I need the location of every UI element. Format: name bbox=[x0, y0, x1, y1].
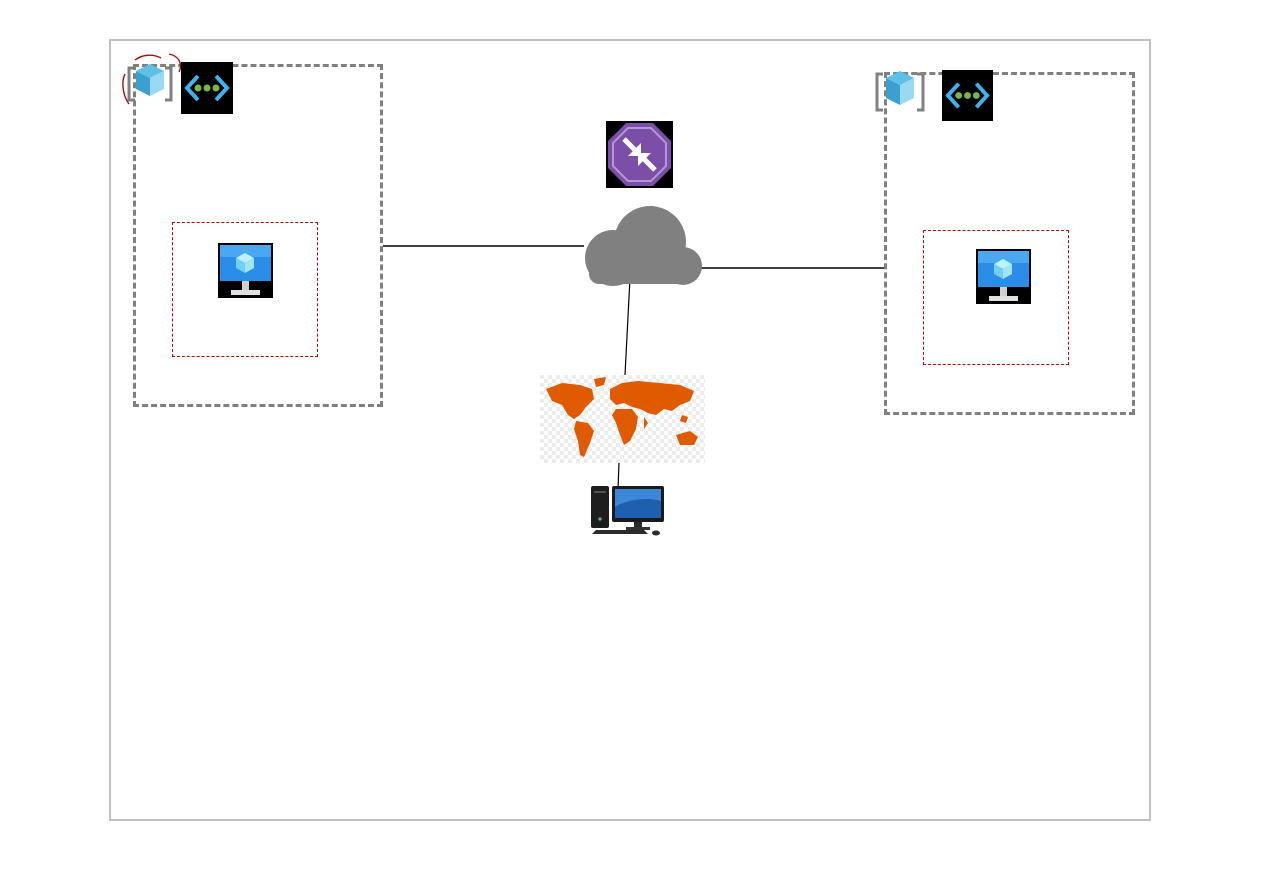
virtual-machine-icon bbox=[976, 249, 1031, 309]
virtual-network-icon bbox=[942, 70, 993, 126]
resource-group-icon bbox=[873, 68, 929, 121]
cloud-to-internet-line bbox=[624, 277, 631, 376]
diagram-canvas bbox=[109, 39, 1151, 821]
world-map-icon bbox=[540, 375, 705, 468]
vpn-gateway-icon bbox=[606, 121, 673, 193]
right-virtual-network-boundary bbox=[884, 72, 1135, 415]
left-subnet-boundary bbox=[172, 222, 318, 357]
internet-to-computer-line bbox=[617, 461, 620, 491]
virtual-network-icon bbox=[181, 62, 233, 119]
right-subnet-boundary bbox=[923, 230, 1069, 365]
virtual-machine-icon bbox=[218, 243, 273, 303]
desktop-computer-icon bbox=[588, 483, 666, 542]
left-virtual-network-boundary bbox=[133, 64, 383, 407]
cloud-icon bbox=[575, 204, 703, 291]
resource-group-icon bbox=[121, 52, 183, 111]
